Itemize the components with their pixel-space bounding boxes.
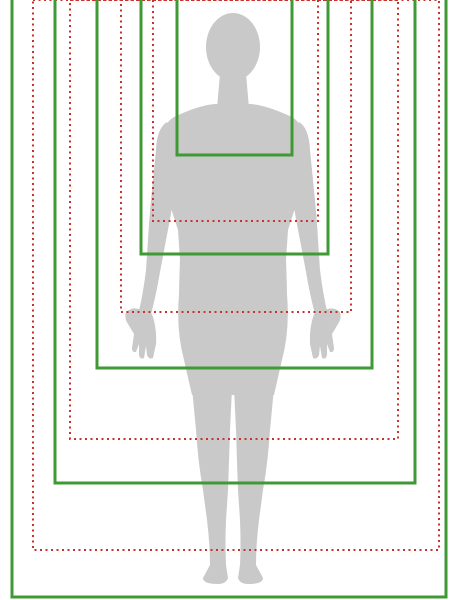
torso-shape: [161, 104, 305, 300]
right-leg-shape: [234, 388, 274, 584]
left-hand-shape: [125, 308, 156, 358]
right-hand-shape: [310, 308, 341, 358]
neck-shape: [217, 74, 249, 108]
left-leg-shape: [192, 388, 232, 584]
head-shape: [206, 13, 260, 81]
human-silhouette: [125, 13, 340, 584]
pelvis-shape: [178, 294, 288, 395]
